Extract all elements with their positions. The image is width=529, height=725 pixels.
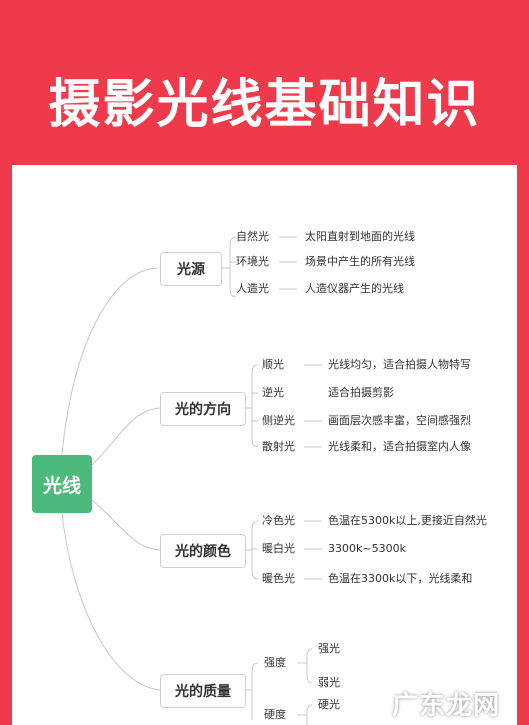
leaf-desc: 光线均匀，适合拍摄人物特写 [328, 358, 471, 371]
leaf-desc: 色温在5300k以上,更接近自然光 [328, 514, 487, 527]
leaf-desc: 人造仪器产生的光线 [305, 282, 404, 295]
leaf-warm-white-light: 暖白光 [262, 542, 295, 555]
header-banner: 摄影光线基础知识 [0, 0, 529, 165]
leaf-natural-light: 自然光 [236, 230, 269, 243]
leaf-side-back-light: 侧逆光 [262, 414, 295, 427]
page-title: 摄影光线基础知识 [48, 75, 481, 135]
leaf-cool-light: 冷色光 [262, 514, 295, 527]
leaf-back-light: 逆光 [262, 386, 284, 399]
leaf-desc: 场景中产生的所有光线 [305, 255, 415, 268]
leaf-strong-light: 强光 [318, 642, 340, 655]
leaf-desc: 3300k~5300k [328, 542, 406, 555]
leaf-artificial-light: 人造光 [236, 282, 269, 295]
branch-light-source: 光源 [160, 252, 222, 286]
watermark: 广东龙网 [392, 691, 501, 721]
branch-light-quality: 光的质量 [160, 674, 246, 708]
leaf-desc: 太阳直射到地面的光线 [305, 230, 415, 243]
leaf-hardness: 硬度 [264, 708, 286, 721]
leaf-intensity: 强度 [264, 656, 286, 669]
leaf-front-light: 顺光 [262, 358, 284, 371]
mindmap-card: 光线 光源 光的方向 光的颜色 光的质量 自然光 太阳直射到地面的光线 环境光 … [12, 165, 517, 725]
leaf-weak-light: 弱光 [318, 676, 340, 689]
leaf-warm-light: 暖色光 [262, 572, 295, 585]
leaf-desc: 光线柔和，适合拍摄室内人像 [328, 440, 471, 453]
leaf-desc: 画面层次感丰富，空间感强烈 [328, 414, 471, 427]
leaf-diffused-light: 散射光 [262, 440, 295, 453]
leaf-desc: 色温在3300k以下，光线柔和 [328, 572, 473, 585]
branch-light-direction: 光的方向 [160, 392, 246, 426]
leaf-hard-light: 硬光 [318, 698, 340, 711]
branch-light-color: 光的颜色 [160, 534, 246, 568]
root-node: 光线 [32, 455, 92, 513]
leaf-desc: 适合拍摄剪影 [328, 386, 394, 399]
leaf-ambient-light: 环境光 [236, 255, 269, 268]
